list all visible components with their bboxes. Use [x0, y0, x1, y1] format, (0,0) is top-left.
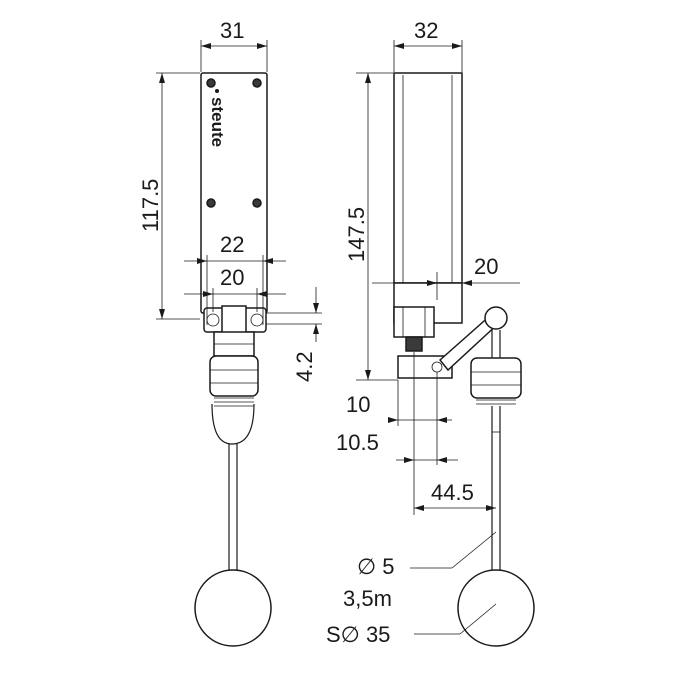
callout-rod-diameter: ∅ 5 3,5m	[343, 531, 497, 611]
side-float-ball	[457, 569, 535, 647]
front-float-ball	[194, 569, 272, 647]
dim-side-height: 147.5	[344, 72, 398, 381]
dim-side-height-label: 147.5	[344, 207, 369, 262]
dim-front-height: 117.5	[138, 72, 200, 320]
dim-front-20: 20	[184, 265, 286, 312]
dim-side-20-label: 20	[474, 254, 498, 279]
dim-front-offset-label: 4.2	[292, 351, 317, 382]
front-view: steute 31	[138, 18, 322, 647]
callout-rod-length-label: 3,5m	[343, 586, 392, 611]
dim-side-10-5: 10.5	[336, 352, 458, 515]
side-spring	[476, 399, 516, 405]
dim-front-22: 22	[184, 232, 286, 325]
front-stirrup	[211, 403, 255, 445]
side-float-collar	[470, 357, 522, 399]
dim-front-offset: 4.2	[266, 287, 322, 382]
dim-side-width: 32	[393, 18, 463, 72]
dim-front-20-label: 20	[220, 265, 244, 290]
dim-front-22-label: 22	[220, 232, 244, 257]
dim-front-height-label: 117.5	[138, 179, 163, 232]
dim-side-width-label: 32	[414, 18, 438, 43]
side-housing	[393, 72, 463, 284]
front-spring	[214, 397, 254, 407]
front-upper-collar	[209, 355, 259, 397]
side-view: 32 147.5 20 10	[326, 18, 535, 647]
dim-side-10: 10	[346, 372, 452, 465]
side-nose	[405, 336, 423, 352]
dim-front-width-label: 31	[220, 18, 244, 43]
side-bracket	[397, 355, 453, 379]
callout-float-diameter-label: S∅ 35	[326, 622, 390, 647]
dim-side-10-5-label: 10.5	[336, 430, 379, 455]
brand-logo: steute	[208, 89, 227, 147]
dim-front-width: 31	[200, 18, 268, 72]
callout-float-diameter: S∅ 35	[326, 603, 497, 647]
housing-screws	[206, 78, 262, 208]
dim-side-44-5: 44.5	[414, 480, 496, 511]
callout-rod-diameter-label: ∅ 5	[357, 554, 395, 579]
dim-side-44-5-label: 44.5	[431, 480, 474, 505]
dim-side-20: 20	[372, 254, 520, 300]
brand-logo-text: steute	[208, 97, 227, 147]
dim-side-10-label: 10	[346, 392, 370, 417]
